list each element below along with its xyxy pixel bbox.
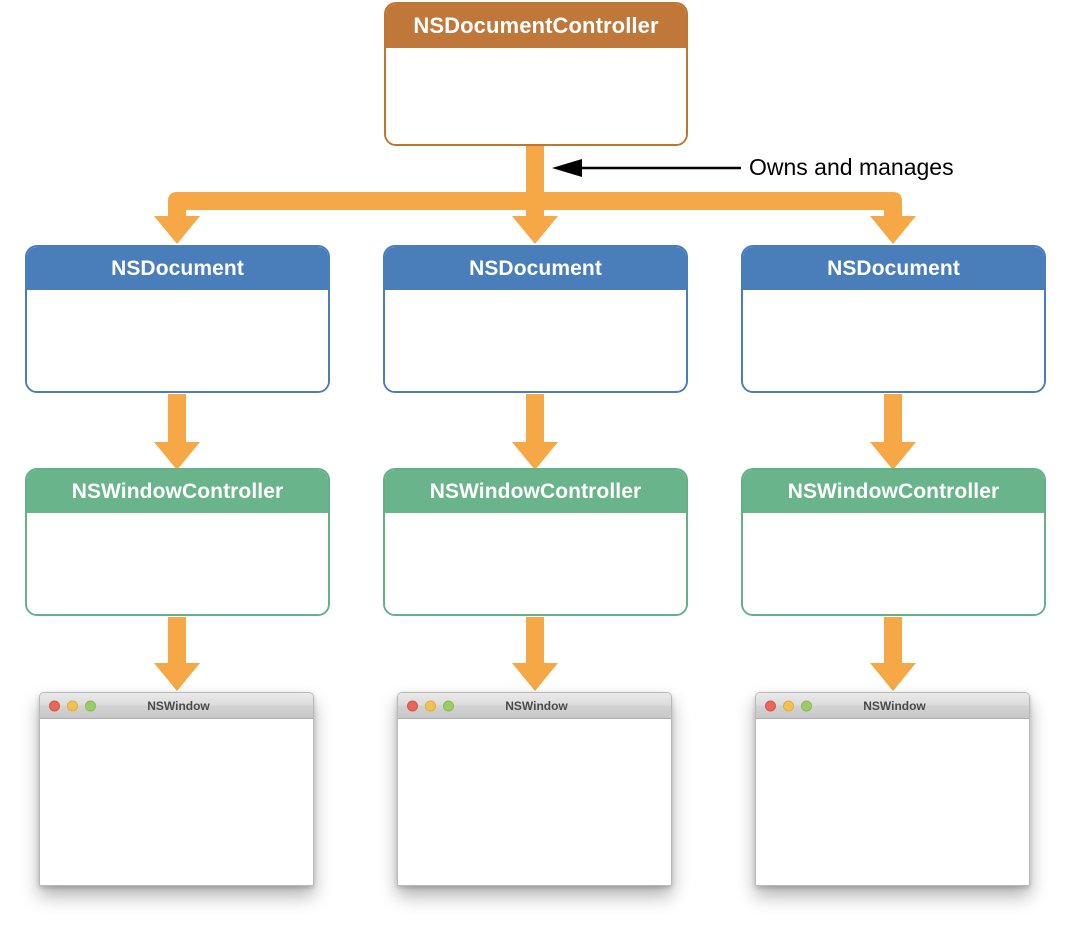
- flow-arrow-root-to-document-1: [154, 210, 200, 244]
- flow-arrow-root-to-document-3: [870, 210, 916, 244]
- zoom-button-icon[interactable]: [85, 700, 96, 711]
- class-box-nsdocument-3[interactable]: NSDocument: [741, 245, 1046, 393]
- nswindow-title: NSWindow: [863, 698, 926, 713]
- close-button-icon[interactable]: [407, 700, 418, 711]
- class-box-body: [743, 290, 1044, 391]
- close-button-icon[interactable]: [49, 700, 60, 711]
- close-button-icon[interactable]: [765, 700, 776, 711]
- nswindow-mockup-3[interactable]: NSWindow: [755, 692, 1030, 886]
- nswindow-title: NSWindow: [505, 698, 568, 713]
- nswindow-traffic-lights: [407, 700, 454, 711]
- nswindow-title: NSWindow: [147, 698, 210, 713]
- class-box-header-label: NSDocument: [27, 247, 328, 290]
- minimize-button-icon[interactable]: [425, 700, 436, 711]
- flow-arrow-document-to-wincontroller-3: [870, 394, 916, 470]
- class-box-body: [743, 513, 1044, 614]
- annotation-label: Owns and manages: [749, 154, 954, 180]
- class-box-nswindowcontroller-2[interactable]: NSWindowController: [383, 468, 688, 616]
- class-box-header-label: NSDocumentController: [386, 4, 686, 48]
- class-box-nsdocument-2[interactable]: NSDocument: [383, 245, 688, 393]
- flow-arrow-document-to-wincontroller-2: [512, 394, 558, 470]
- class-box-nswindowcontroller-3[interactable]: NSWindowController: [741, 468, 1046, 616]
- flow-arrow-trunk: [526, 146, 544, 192]
- nswindow-titlebar[interactable]: NSWindow: [756, 693, 1029, 719]
- nswindow-mockup-2[interactable]: NSWindow: [397, 692, 672, 886]
- class-box-body: [27, 290, 328, 391]
- nswindow-mockup-1[interactable]: NSWindow: [39, 692, 314, 886]
- class-box-header-label: NSWindowController: [743, 470, 1044, 513]
- flow-arrow-document-to-wincontroller-1: [154, 394, 200, 470]
- flow-arrow-root-to-document-2: [512, 192, 558, 244]
- nswindow-content-area: [398, 719, 671, 885]
- class-box-nsdocument-1[interactable]: NSDocument: [25, 245, 330, 393]
- flow-arrow-branch-right: [884, 201, 902, 210]
- flow-arrow-branch-left: [168, 201, 186, 210]
- class-box-header-label: NSDocument: [743, 247, 1044, 290]
- annotation-arrow-left-icon: [552, 159, 741, 177]
- class-box-nsdocumentcontroller[interactable]: NSDocumentController: [384, 2, 688, 146]
- class-box-body: [27, 513, 328, 614]
- class-box-header-label: NSWindowController: [385, 470, 686, 513]
- nswindow-titlebar[interactable]: NSWindow: [398, 693, 671, 719]
- minimize-button-icon[interactable]: [783, 700, 794, 711]
- minimize-button-icon[interactable]: [67, 700, 78, 711]
- zoom-button-icon[interactable]: [443, 700, 454, 711]
- nswindow-titlebar[interactable]: NSWindow: [40, 693, 313, 719]
- class-box-body: [385, 513, 686, 614]
- nswindow-traffic-lights: [765, 700, 812, 711]
- class-box-header-label: NSDocument: [385, 247, 686, 290]
- zoom-button-icon[interactable]: [801, 700, 812, 711]
- nswindow-content-area: [40, 719, 313, 885]
- class-box-header-label: NSWindowController: [27, 470, 328, 513]
- flow-arrow-wincontroller-to-window-2: [512, 617, 558, 691]
- class-box-body: [386, 48, 686, 144]
- flow-arrow-wincontroller-to-window-3: [870, 617, 916, 691]
- flow-arrow-wincontroller-to-window-1: [154, 617, 200, 691]
- nswindow-content-area: [756, 719, 1029, 885]
- class-box-body: [385, 290, 686, 391]
- nswindow-traffic-lights: [49, 700, 96, 711]
- class-box-nswindowcontroller-1[interactable]: NSWindowController: [25, 468, 330, 616]
